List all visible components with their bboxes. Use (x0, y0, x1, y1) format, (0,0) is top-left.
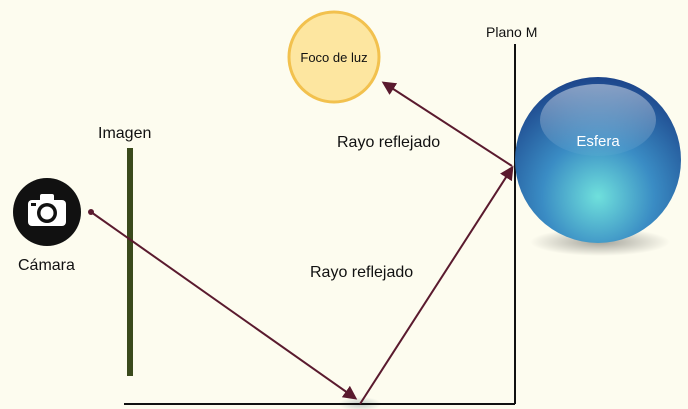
light-source-label: Foco de luz (300, 50, 367, 65)
image-plane-bar (127, 148, 133, 376)
sphere-label: Esfera (576, 133, 620, 150)
primary-ray (90, 211, 358, 400)
camera-icon (13, 178, 81, 246)
image-plane-label: Imagen (98, 125, 151, 142)
sphere-icon (515, 77, 681, 256)
camera-label: Cámara (18, 257, 75, 274)
reflected-ray-to-sphere (359, 165, 514, 405)
ray-upper-label: Rayo reflejado (337, 134, 440, 151)
light-source-icon (287, 10, 381, 104)
ray-lower-label: Rayo reflejado (310, 264, 413, 281)
reflected-ray-to-light (381, 81, 513, 167)
plane-m-label: Plano M (486, 24, 537, 40)
